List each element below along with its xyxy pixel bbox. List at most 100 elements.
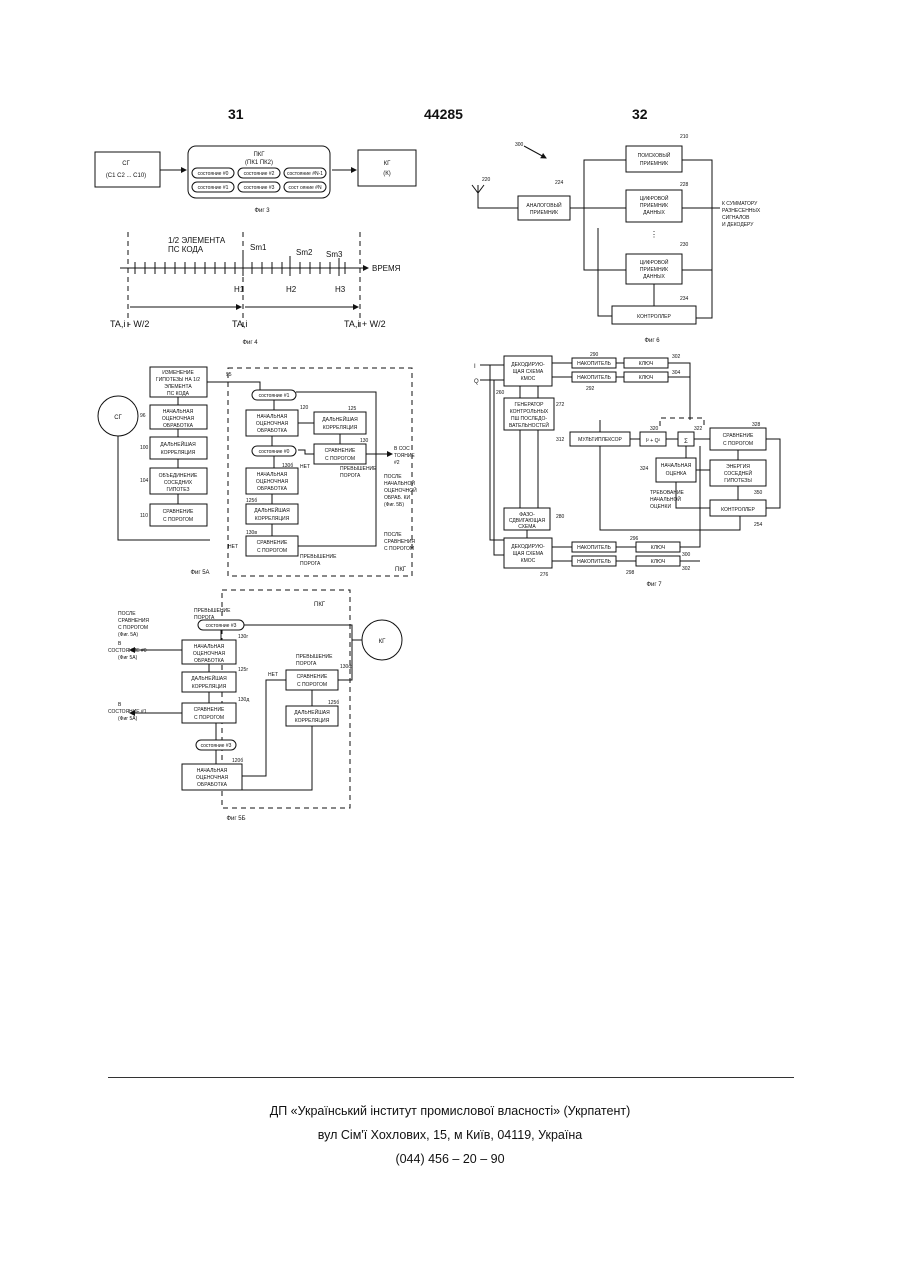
fig7-initial-estimate <box>656 458 696 482</box>
fig3-state-label: сост ояние #N <box>288 185 322 191</box>
fig5a-inner-text: НАЧАЛЬНАЯ <box>257 472 288 478</box>
fig5b-right-text: СРАВНЕНИЕ <box>297 674 328 680</box>
fig7-text: СРАВНЕНИЕ <box>723 433 754 439</box>
fig5b-ref: 125г <box>238 667 248 673</box>
fig7-acc-label: НАКОПИТЕЛЬ <box>577 361 612 367</box>
fig6-ref300: 300 <box>515 142 524 148</box>
fig4-h3: H3 <box>335 285 346 294</box>
fig5a-no-label-2: НЕТ <box>300 464 310 470</box>
fig6-digital-rx-1-label3: ДАННЫХ <box>643 210 665 216</box>
fig7-ref: 276 <box>540 572 549 578</box>
footer-org: ДП «Український інститут промислової вла… <box>0 1104 900 1118</box>
fig5a-after2-text: С ПОРОГОМ <box>384 546 414 552</box>
fig5b-right-text: КОРРЕЛЯЦИЯ <box>295 718 330 724</box>
fig7-text: НАЧАЛЬНАЯ <box>661 463 692 469</box>
fig5b-caption: Фиг 5Б <box>226 816 245 822</box>
fig5b-block-text: ОБРАБОТКА <box>197 782 228 788</box>
fig7-ref: 298 <box>626 570 635 576</box>
fig7-caption: Фиг 7 <box>646 582 662 588</box>
fig5b-block-text: С ПОРОГОМ <box>194 715 224 721</box>
fig5b-exceed2-text: ПРЕВЫШЕНИЕ <box>296 654 333 660</box>
fig4-peak-sm3: Sm3 <box>326 250 343 259</box>
fig5b-right-text: ДАЛЬНЕЙШАЯ <box>294 708 330 716</box>
fig7-input-i: I <box>474 364 476 370</box>
fig5b-after-text: ПОСЛЕ <box>118 611 136 617</box>
fig6-analog-rx-label: АНАЛОГОВЫЙ <box>526 201 562 209</box>
fig7-acc-label: НАКОПИТЕЛЬ <box>577 545 612 551</box>
fig5b-right-text: С ПОРОГОМ <box>297 682 327 688</box>
fig7-mux-label: МУЛЬТИПЛЕКСОР <box>578 437 622 443</box>
fig5b-block-text: НАЧАЛЬНАЯ <box>194 644 225 650</box>
fig6-ref: 220 <box>482 177 491 183</box>
fig5a: СГ ИЗМЕНЕНИЕ ГИПОТЕЗЫ НА 1/2 ЭЛЕМЕНТА ПС… <box>98 367 417 576</box>
fig7-text: ОЦЕНКА <box>666 471 687 477</box>
fig7-ref: 302 <box>672 354 681 360</box>
fig3-pkg-sub: (ПК1 ПК2) <box>245 160 273 166</box>
fig7-input-q: Q <box>474 379 479 385</box>
fig5a-left-block-1-text: ИЗМЕНЕНИЕ <box>162 370 194 376</box>
fig7-text: СОСЕДНЕЙ <box>724 469 753 477</box>
fig7-text: КМОС <box>521 376 536 382</box>
fig7-ref: 260 <box>496 390 505 396</box>
fig5b-state1-text: СОСТОЯНИЕ #1 <box>108 709 147 715</box>
fig5a-exceed-label-2: ПРЕВЫШЕНИЕ <box>340 466 377 472</box>
fig6-caption: Фиг 6 <box>644 338 660 344</box>
fig5a-no-label: НЕТ <box>228 544 238 550</box>
antenna-icon <box>472 185 518 208</box>
fig7-sum-label: Σ <box>684 439 688 445</box>
fig5b-block-text: ОЦЕНОЧНАЯ <box>193 651 226 657</box>
fig7-text: ГИПОТЕЗЫ <box>724 478 752 484</box>
fig6-ref: 234 <box>680 296 689 302</box>
fig5a-after-text: (Фиг. 5Б) <box>384 502 404 508</box>
fig5a-inner-text: С ПОРОГОМ <box>325 456 355 462</box>
fig6-out-text: СИГНАЛОВ <box>722 215 750 221</box>
fig6-ref-arrow <box>524 146 546 158</box>
fig7-text: ЩАЯ СХЕМА <box>513 369 544 375</box>
fig5a-to-state2-text: В СОС <box>394 446 410 452</box>
fig5a-inner-text: ОБРАБОТКА <box>257 486 288 492</box>
fig5a-left-block-4-text: ГИПОТЕЗ <box>166 487 189 493</box>
fig6-out-text: РАЗНЕСЕННЫХ <box>722 208 761 214</box>
fig5b-block-text: КОРРЕЛЯЦИЯ <box>192 684 227 690</box>
fig7-ref: 296 <box>630 536 639 542</box>
fig5a-inner-text: КОРРЕЛЯЦИЯ <box>255 516 290 522</box>
fig7-key-label: КЛЮЧ <box>639 375 653 381</box>
fig5b-state0-text: СОСТОЯНИЕ #0 <box>108 648 147 654</box>
fig7-key-label: КЛЮЧ <box>651 559 665 565</box>
fig7-ref: 272 <box>556 402 565 408</box>
fig5a-after-text: ПОСЛЕ <box>384 474 402 480</box>
fig5b: ПКГ КГ ПОСЛЕ СРАВНЕНИЯ С ПОРОГОМ (Фиг. 5… <box>108 590 402 822</box>
fig5a-left-ref: 95 <box>226 372 232 378</box>
fig5a-no-branch <box>298 450 314 454</box>
fig5a-to-state2-text: #2 <box>394 460 400 466</box>
fig5a-inner-text: НАЧАЛЬНАЯ <box>257 414 288 420</box>
fig6-ctl-back <box>598 228 612 316</box>
fig3-sg-block <box>95 152 160 187</box>
fig7-ref: 324 <box>640 466 649 472</box>
fig5a-inner-text: СРАВНЕНИЕ <box>325 448 356 454</box>
fig7-ref: 328 <box>752 422 761 428</box>
fig5b-exceed-text: ПРЕВЫШЕНИЕ <box>194 608 231 614</box>
fig6-digital-rx-2-label2: ПРИЕМНИК <box>640 267 668 273</box>
fig6-ref: 230 <box>680 242 689 248</box>
fig4-h1: H1 <box>234 285 245 294</box>
fig5b-after-text: СРАВНЕНИЯ <box>118 618 149 624</box>
fig5a-inner-ref: 130в <box>246 530 257 536</box>
fig7-text: ГЕНЕРАТОР <box>515 402 545 408</box>
fig7-req-text: ТРЕБОВАНИЕ <box>650 490 685 496</box>
fig7-ref: 312 <box>556 437 565 443</box>
fig5a-left-block-1-text: ГИПОТЕЗЫ НА 1/2 <box>156 377 200 383</box>
fig5b-pkg-label: ПКГ <box>314 602 326 608</box>
fig6-digital-rx-2-label: ЦИФРОВОЙ <box>640 258 669 266</box>
fig5b-state-top-label: состояние #3 <box>206 623 237 629</box>
fig5b-ref: 125б <box>328 700 339 706</box>
fig5b-state0-text: В <box>118 641 122 647</box>
fig5a-after2-text: ПОСЛЕ <box>384 532 402 538</box>
fig5a-left-block-2-text: ОБРАБОТКА <box>163 423 194 429</box>
fig5a-inner-text: ДАЛЬНЕЙШАЯ <box>322 415 358 423</box>
fig7-text: С ПОРОГОМ <box>723 441 753 447</box>
fig6-controller-label: КОНТРОЛЛЕР <box>637 314 671 320</box>
fig4-h2: H2 <box>286 285 297 294</box>
fig5b-ref: 130ф <box>340 664 352 670</box>
